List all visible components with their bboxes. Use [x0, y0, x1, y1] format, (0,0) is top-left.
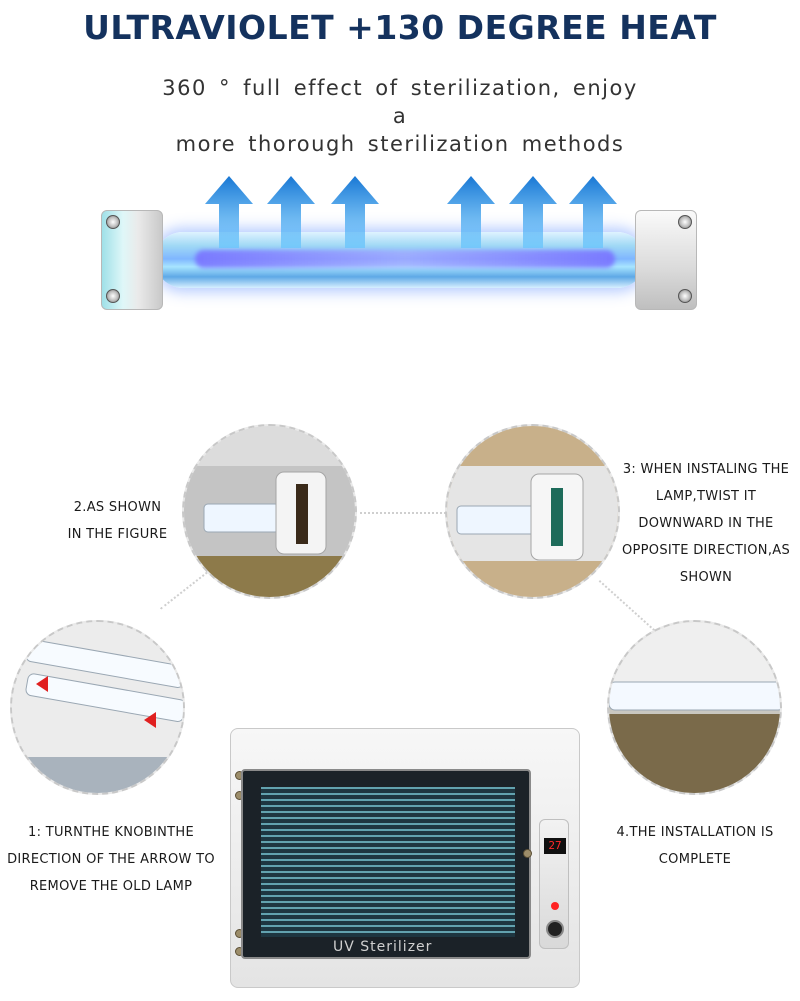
cabinet-door: UV Sterilizer — [241, 769, 531, 959]
up-arrow-icon — [569, 176, 617, 248]
uv-lamp-illustration — [95, 170, 705, 320]
step-2-photo — [182, 424, 357, 599]
label-line: 2.AS SHOWN — [73, 500, 162, 515]
uv-sterilizer-cabinet: UV Sterilizer 27 — [230, 728, 580, 988]
label-line: IN THE FIGURE — [67, 527, 168, 542]
label-line: COMPLETE — [658, 852, 732, 867]
screw-icon — [678, 289, 692, 303]
step-1-photo — [10, 620, 185, 795]
up-arrow-icon — [205, 176, 253, 248]
screw-icon — [678, 215, 692, 229]
power-led-icon — [551, 902, 559, 910]
up-arrow-icon — [447, 176, 495, 248]
screw-icon — [106, 215, 120, 229]
label-line: SHOWN — [679, 570, 733, 585]
temperature-display: 27 — [544, 838, 566, 854]
step-2-label: 2.AS SHOWN IN THE FIGURE — [50, 494, 185, 548]
label-line: 1: TURNTHE KNOBINTHE — [28, 825, 194, 840]
power-button[interactable] — [546, 920, 564, 938]
door-latch-icon — [523, 849, 532, 858]
step-4-photo — [607, 620, 782, 795]
screw-icon — [106, 289, 120, 303]
connector-line — [355, 512, 450, 514]
step-4-label: 4.THE INSTALLATION IS COMPLETE — [595, 819, 795, 873]
up-arrow-icon — [331, 176, 379, 248]
subtitle: 360 ° full effect of sterilization, enjo… — [150, 74, 650, 158]
right-lamp-holder — [635, 210, 697, 310]
label-line: REMOVE THE OLD LAMP — [29, 879, 193, 894]
uv-tube-glow — [195, 250, 615, 268]
door-label: UV Sterilizer — [333, 939, 433, 955]
subtitle-line-1: 360 ° full effect of sterilization, enjo… — [162, 76, 638, 128]
label-line: DOWNWARD IN THE — [638, 516, 774, 531]
step-3-label: 3: WHEN INSTALING THE LAMP,TWIST IT DOWN… — [615, 456, 797, 591]
door-glass — [261, 787, 515, 937]
label-line: 4.THE INSTALLATION IS — [616, 825, 774, 840]
label-line: LAMP,TWIST IT — [655, 489, 757, 504]
control-panel: 27 — [539, 819, 569, 949]
step-3-photo — [445, 424, 620, 599]
label-line: 3: WHEN INSTALING THE — [622, 462, 790, 477]
up-arrow-icon — [267, 176, 315, 248]
step-1-label: 1: TURNTHE KNOBINTHE DIRECTION OF THE AR… — [0, 819, 222, 900]
label-line: OPPOSITE DIRECTION,AS — [622, 543, 790, 558]
left-lamp-holder — [101, 210, 163, 310]
up-arrow-icon — [509, 176, 557, 248]
subtitle-line-2: more thorough sterilization methods — [175, 132, 625, 156]
page-title: ULTRAVIOLET +130 DEGREE HEAT — [83, 8, 717, 47]
label-line: DIRECTION OF THE ARROW TO — [7, 852, 215, 867]
